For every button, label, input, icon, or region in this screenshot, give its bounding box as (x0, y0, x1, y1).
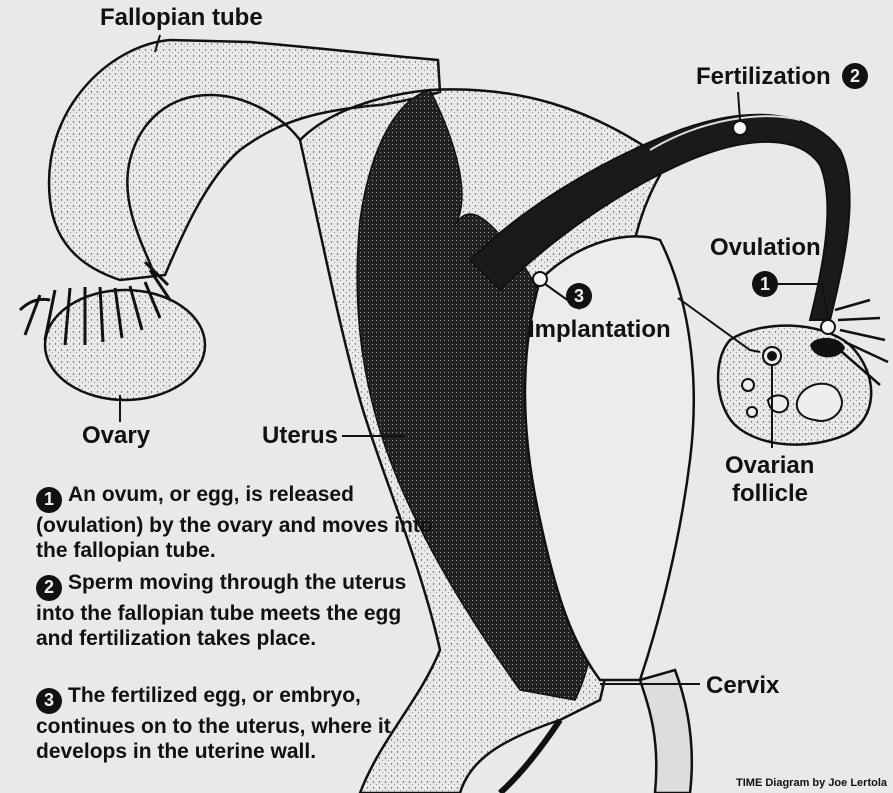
step-1-text: An ovum, or egg, is released (ovulation)… (36, 483, 433, 562)
step-2-text: Sperm moving through the uterus into the… (36, 571, 406, 650)
label-implantation: Implantation (528, 318, 671, 342)
step-2-badge: 2 (36, 575, 62, 601)
label-ovary: Ovary (82, 424, 150, 448)
badge-3: 3 (566, 283, 592, 309)
step-3-text: The fertilized egg, or embryo, continues… (36, 684, 391, 763)
label-ovulation: Ovulation (710, 236, 821, 260)
label-ovarian-follicle-1: Ovarian (725, 454, 814, 478)
label-uterus: Uterus (262, 424, 338, 448)
label-fertilization: Fertilization (696, 65, 831, 89)
step-3-badge: 3 (36, 688, 62, 714)
credit: TIME Diagram by Joe Lertola (736, 777, 887, 789)
badge-2: 2 (842, 63, 868, 89)
badge-1: 1 (752, 271, 778, 297)
label-cervix: Cervix (706, 674, 779, 698)
cervical-canal (640, 670, 692, 793)
label-ovarian-follicle-2: follicle (732, 482, 808, 506)
step-1-badge: 1 (36, 487, 62, 513)
label-fallopian-tube: Fallopian tube (100, 6, 263, 30)
